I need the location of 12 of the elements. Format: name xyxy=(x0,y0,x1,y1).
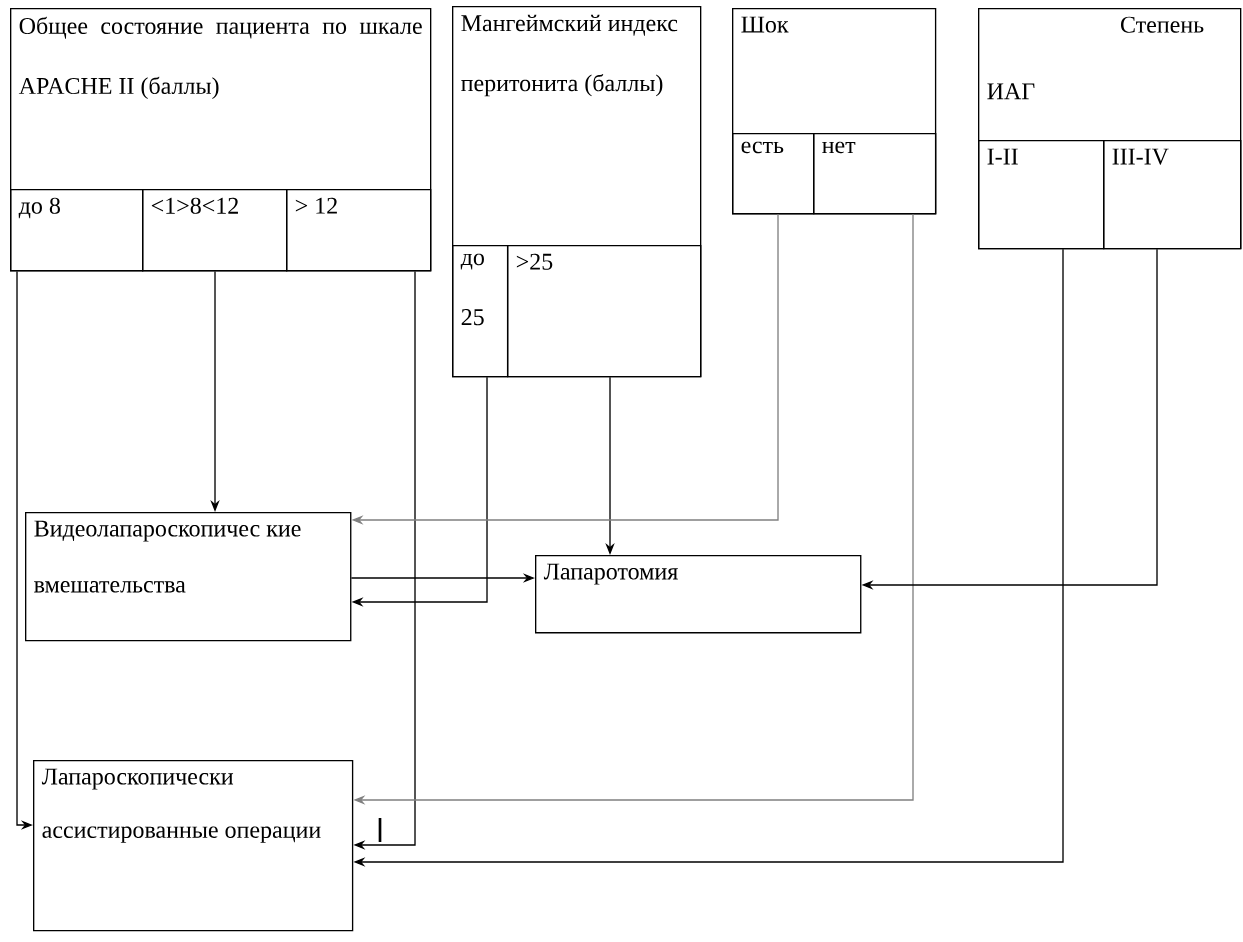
option-cell: I-II xyxy=(978,140,1105,250)
option-cell: <1>8<12 xyxy=(142,189,288,272)
process-box: Лапаротомия xyxy=(535,555,862,634)
option-cell: > 12 xyxy=(286,189,432,272)
option-cell: до 8 xyxy=(10,189,144,272)
option-cell: до 25 xyxy=(452,245,509,378)
option-cell: >25 xyxy=(507,245,702,378)
process-box: Видеолапароскопичес кие вмешательства xyxy=(25,512,352,642)
option-cell: III-IV xyxy=(1103,140,1242,250)
option-cell: есть xyxy=(732,133,815,215)
process-box: Лапароскопически ассистированные операции xyxy=(33,760,354,932)
option-cell: нет xyxy=(813,133,937,215)
